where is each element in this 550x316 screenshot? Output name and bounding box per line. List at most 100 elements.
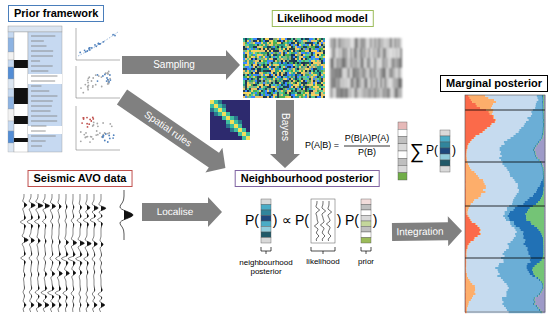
heatmap-cell — [287, 62, 289, 64]
plot-point — [97, 74, 99, 76]
plot-point — [95, 74, 97, 76]
heatmap-cell — [251, 96, 253, 98]
heatmap-cell — [265, 38, 267, 40]
heatmap-cell — [283, 96, 285, 98]
heatmap-cell — [245, 46, 247, 48]
matrix-cell — [226, 124, 230, 128]
grey-cell — [354, 58, 356, 68]
heatmap-cell — [265, 82, 267, 84]
heatmap-cell — [291, 46, 293, 48]
matrix-cell — [246, 136, 250, 140]
heatmap-cell — [269, 78, 271, 80]
heatmap-cell — [275, 94, 277, 96]
heatmap-cell — [313, 38, 315, 40]
probability-band — [492, 113, 533, 115]
heatmap-cell — [259, 58, 261, 60]
heatmap-cell — [265, 66, 267, 68]
heatmap-cell — [285, 42, 287, 44]
heatmap-cell — [263, 40, 265, 42]
heatmap-cell — [309, 38, 311, 40]
heatmap-cell — [297, 72, 299, 74]
heatmap-cell — [295, 76, 297, 78]
heatmap-cell — [251, 84, 253, 86]
heatmap-cell — [279, 76, 281, 78]
heatmap-cell — [269, 74, 271, 76]
heatmap-cell — [291, 48, 293, 50]
probability-band — [465, 119, 496, 121]
heatmap-cell — [277, 46, 279, 48]
heatmap-cell — [279, 54, 281, 56]
grey-cell — [336, 78, 338, 88]
heatmap-cell — [251, 62, 253, 64]
probability-band — [485, 95, 537, 97]
heatmap-cell — [307, 94, 309, 96]
heatmap-cell — [317, 96, 319, 98]
heatmap-cell — [247, 76, 249, 78]
heatmap-cell — [279, 56, 281, 58]
heatmap-cell — [275, 84, 277, 86]
matrix-cell — [226, 100, 230, 104]
heatmap-cell — [249, 38, 251, 40]
heatmap-cell — [279, 78, 281, 80]
probability-band — [540, 139, 541, 141]
heatmap-cell — [249, 78, 251, 80]
grey-cell — [352, 78, 354, 88]
grey-cell — [376, 48, 378, 58]
heatmap-cell — [293, 74, 295, 76]
heatmap-cell — [275, 74, 277, 76]
grey-cell — [344, 58, 346, 68]
matrix-cell — [246, 128, 250, 132]
heatmap-cell — [317, 56, 319, 58]
matrix-cell — [246, 100, 250, 104]
heatmap-cell — [295, 54, 297, 56]
heatmap-cell — [289, 56, 291, 58]
matrix-cell — [230, 128, 234, 132]
plot-point — [114, 35, 116, 37]
matrix-cell — [214, 124, 218, 128]
heatmap-cell — [313, 48, 315, 50]
heatmap-cell — [323, 40, 325, 42]
matrix-cell — [226, 128, 230, 132]
probability-band — [538, 143, 545, 145]
heatmap-cell — [265, 92, 267, 94]
heatmap-cell — [297, 82, 299, 84]
heatmap-cell — [273, 82, 275, 84]
grey-cell — [368, 58, 370, 68]
heatmap-cell — [283, 52, 285, 54]
grey-cell — [330, 38, 332, 48]
grey-cell — [396, 38, 398, 48]
heatmap-cell — [277, 62, 279, 64]
heatmap-cell — [247, 70, 249, 72]
heatmap-cell — [307, 50, 309, 52]
heatmap-cell — [285, 82, 287, 84]
heatmap-cell — [311, 40, 313, 42]
probability-band — [476, 103, 494, 105]
heatmap-cell — [243, 54, 245, 56]
grey-cell — [384, 38, 386, 48]
heatmap-cell — [313, 52, 315, 54]
heatmap-cell — [285, 76, 287, 78]
probability-band — [536, 153, 546, 155]
trace-line — [62, 194, 70, 312]
probability-band — [543, 129, 544, 131]
probability-band — [535, 147, 545, 149]
plot-point — [113, 134, 115, 136]
probability-band — [465, 113, 490, 115]
heatmap-cell — [305, 60, 307, 62]
heatmap-cell — [295, 56, 297, 58]
heatmap-cell — [315, 72, 317, 74]
heatmap-cell — [295, 52, 297, 54]
heatmap-cell — [323, 96, 325, 98]
heatmap-cell — [321, 40, 323, 42]
heatmap-cell — [321, 82, 323, 84]
heatmap-cell — [263, 60, 265, 62]
heatmap-cell — [287, 82, 289, 84]
heatmap-cell — [283, 74, 285, 76]
grey-cell — [394, 48, 396, 58]
heatmap-cell — [305, 46, 307, 48]
matrix-cell — [210, 132, 214, 136]
heatmap-cell — [247, 52, 249, 54]
plot-point — [90, 136, 92, 138]
heatmap-cell — [261, 84, 263, 86]
probability-band — [465, 133, 479, 135]
